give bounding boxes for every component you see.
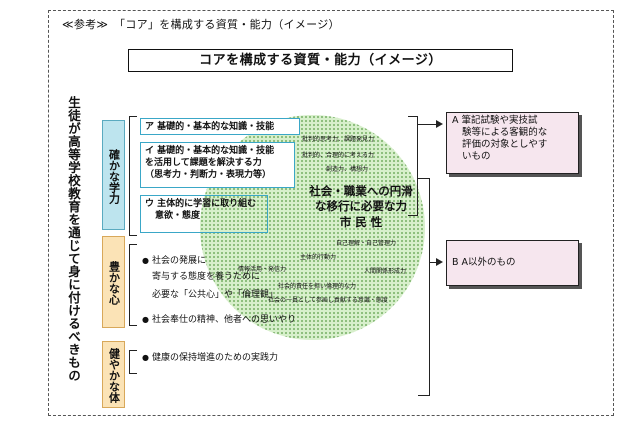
circle-text-creativity: 創造力、構想力 xyxy=(326,166,369,173)
category-sukoyakana-karada: 健やかな体 xyxy=(102,341,125,408)
bullet-icon: ● xyxy=(142,256,149,265)
application-ability-box: イ 基礎的・基本的な知識・技能 を活用して課題を解決する力 （思考力・判断力・表… xyxy=(140,142,295,188)
circle-text-self-management: 自己理解・自己管理力 xyxy=(336,240,397,247)
connector-a xyxy=(418,124,438,126)
circle-text-critical-thinking: 批判的思考力、課題発見力 xyxy=(302,136,375,143)
arrow-b-icon xyxy=(436,258,443,266)
application-line-1: イ 基礎的・基本的な知識・技能 xyxy=(145,146,275,156)
application-line-3: （思考力・判断力・表現力等） xyxy=(145,170,272,180)
category-tashikana-gakuryoku: 確かな学力 xyxy=(102,120,125,230)
kokoro-bullet-1: ●社会の発展に xyxy=(142,255,206,267)
circle-main-line-3: 市 民 性 xyxy=(339,215,383,229)
category-yutakana-kokoro: 豊かな心 xyxy=(102,236,125,328)
circle-main-line-2: な移行に必要な力 xyxy=(315,199,407,213)
circle-text-proactive-action: 主体的行動力 xyxy=(300,254,337,261)
kokoro-text-3: 必要な「公共心」や「倫理観」 xyxy=(152,290,279,300)
circle-text-rational-thinking: 批判的、合理的に考える力 xyxy=(302,152,374,159)
bracket-kokoro xyxy=(129,244,137,326)
bracket-right-b xyxy=(418,178,430,396)
circle-main-line-1: 社会・職業への円滑 xyxy=(309,184,413,198)
kokoro-text-2: 寄与する態度を養うために xyxy=(152,272,261,282)
bracket-karada xyxy=(129,350,137,374)
bullet-icon: ● xyxy=(142,315,149,324)
bracket-gakuryoku xyxy=(129,116,137,236)
application-line-2: を活用して課題を解決する力 xyxy=(145,158,262,168)
knowledge-skill-box: ア 基礎的・基本的な知識・技能 xyxy=(140,118,300,135)
motivation-line-2: 意欲・態度 xyxy=(155,211,201,221)
category-a-line-3: 評価の対象としやす xyxy=(462,139,548,150)
motivation-line-1: ウ 主体的に学習に取り組む xyxy=(145,199,257,209)
category-a-line-2: 験等による客観的な xyxy=(462,127,548,138)
bracket-right-a xyxy=(408,116,418,216)
circle-text-relationships: 人間関係形成力 xyxy=(364,268,407,275)
karada-bullet: ●健康の保持増進のための実践力 xyxy=(142,352,278,364)
category-a-line-1: A 筆記試験や実技試 xyxy=(452,115,538,126)
bullet-icon: ● xyxy=(142,353,149,362)
circle-text-social-responsibility: 社会的責任を担い倫理的な力 xyxy=(278,283,357,290)
circle-text-information: 情報活用・発信力 xyxy=(238,266,287,273)
outer-frame xyxy=(48,10,614,416)
category-a-line-4: いもの xyxy=(462,151,491,162)
motivation-box: ウ 主体的に学習に取り組む 意欲・態度 xyxy=(140,195,268,233)
header-label: ≪参考≫ 「コア」を構成する資質・能力（イメージ） xyxy=(62,18,340,31)
left-vertical-caption: 生徒が高等学校教育を通じて身に付けるべきもの xyxy=(66,96,81,382)
kokoro-bullet-2: ●社会奉仕の精神、他者への思いやり xyxy=(142,314,296,326)
connector-b xyxy=(430,262,438,264)
arrow-a-icon xyxy=(436,120,443,128)
circle-text-participation: 社会の一員として参画し貢献する意識・態度 xyxy=(268,297,388,304)
category-a-box: A 筆記試験や実技試 験等による客観的な 評価の対象としやす いもの xyxy=(446,112,579,174)
kokoro-text-1: 社会の発展に xyxy=(151,256,206,266)
kokoro-text-4: 社会奉仕の精神、他者への思いやり xyxy=(151,315,296,325)
diagram-title: コアを構成する資質・能力（イメージ） xyxy=(128,49,513,72)
category-b-box: B A以外のもの xyxy=(446,240,579,286)
karada-text: 健康の保持増進のための実践力 xyxy=(151,353,278,363)
category-b-label: B A以外のもの xyxy=(452,257,516,268)
